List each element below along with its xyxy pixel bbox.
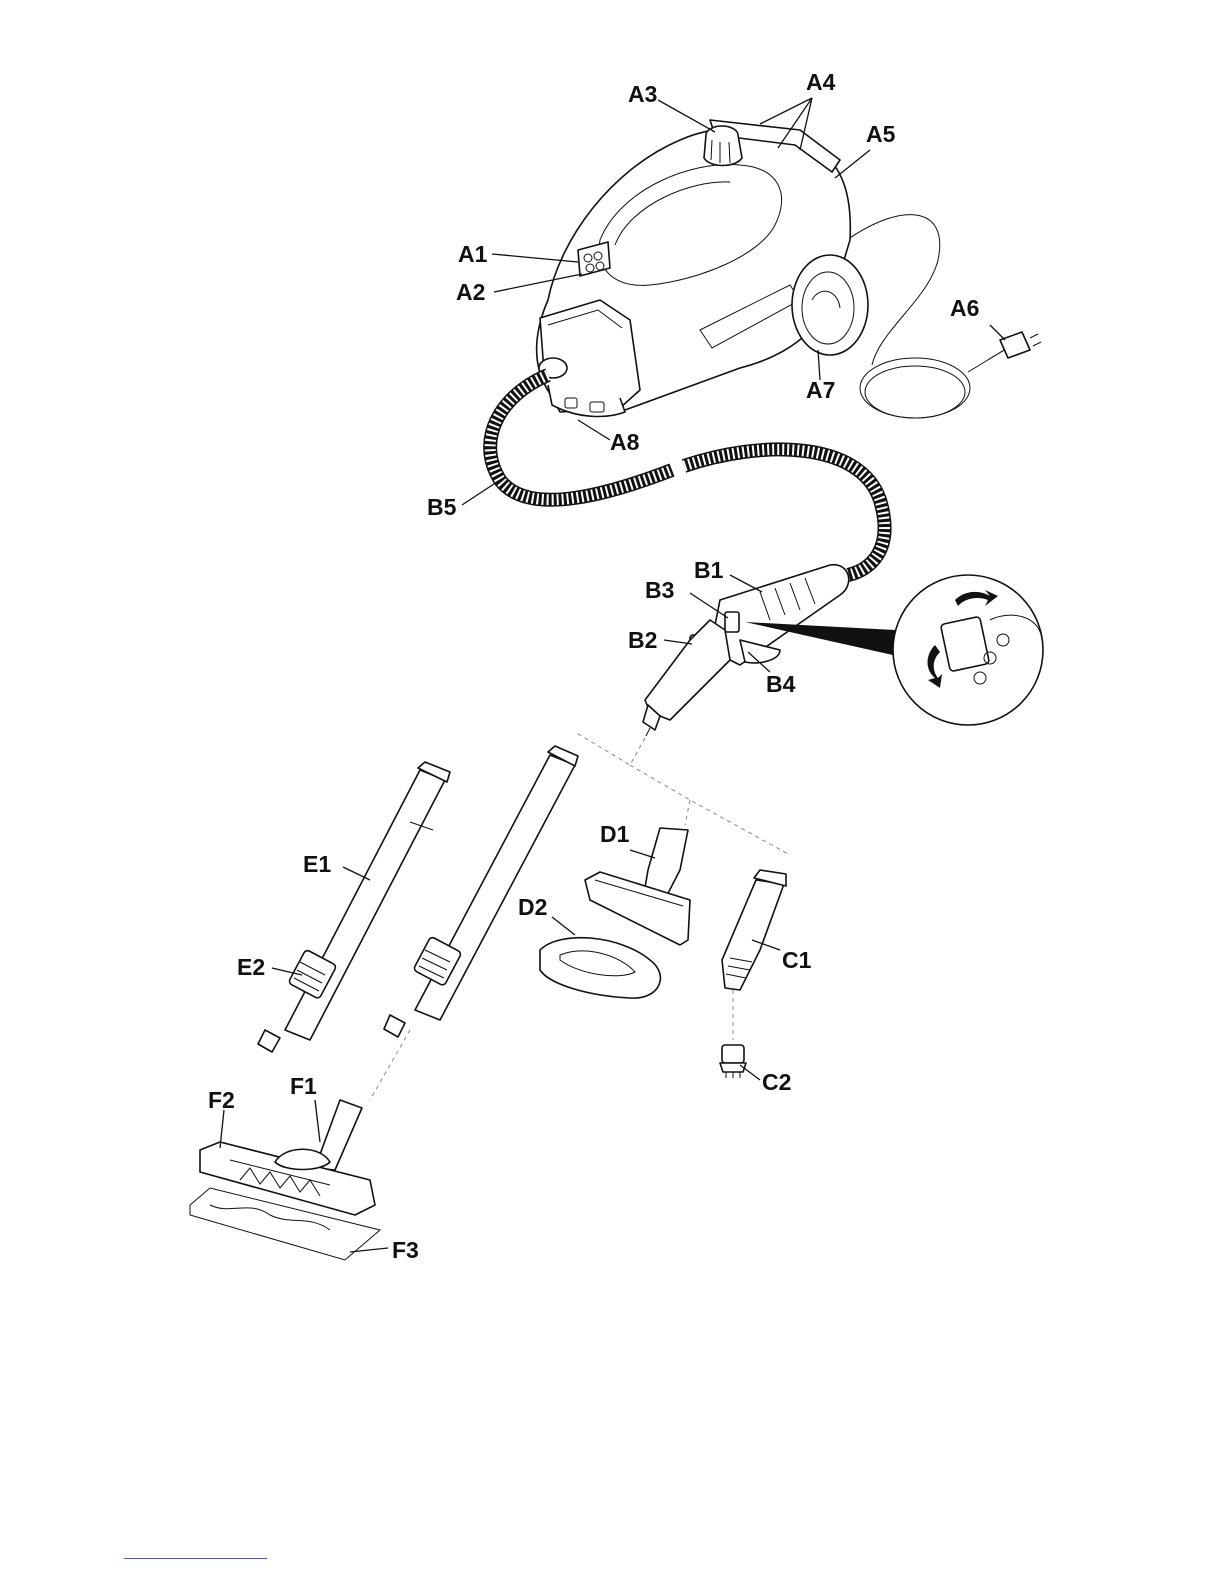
label-f2: F2 (208, 1087, 235, 1113)
label-d1: D1 (600, 821, 630, 847)
label-a4: A4 (806, 69, 836, 95)
label-a7: A7 (806, 377, 835, 403)
label-b4: B4 (766, 671, 796, 697)
label-a1: A1 (458, 241, 488, 267)
detail-nozzle-c1 (722, 870, 786, 990)
label-a3: A3 (628, 81, 657, 107)
label-f1: F1 (290, 1073, 317, 1099)
label-c2: C2 (762, 1069, 791, 1095)
label-a6: A6 (950, 295, 979, 321)
label-a2: A2 (456, 279, 485, 305)
label-a8: A8 (610, 429, 640, 455)
floor-nozzle (190, 1100, 380, 1260)
label-d2: D2 (518, 894, 547, 920)
label-b5: B5 (427, 494, 457, 520)
label-b1: B1 (694, 557, 724, 583)
footer-rule (124, 1558, 267, 1559)
label-a5: A5 (866, 121, 896, 147)
terry-cover-d2 (540, 938, 660, 998)
label-f3: F3 (392, 1237, 419, 1263)
label-e2: E2 (237, 954, 265, 980)
label-c1: C1 (782, 947, 812, 973)
steam-hose (490, 375, 884, 575)
label-e1: E1 (303, 851, 331, 877)
steam-cleaner-body (537, 120, 1041, 418)
label-b2: B2 (628, 627, 657, 653)
round-brush-c2 (720, 1045, 746, 1078)
label-b3: B3 (645, 577, 674, 603)
